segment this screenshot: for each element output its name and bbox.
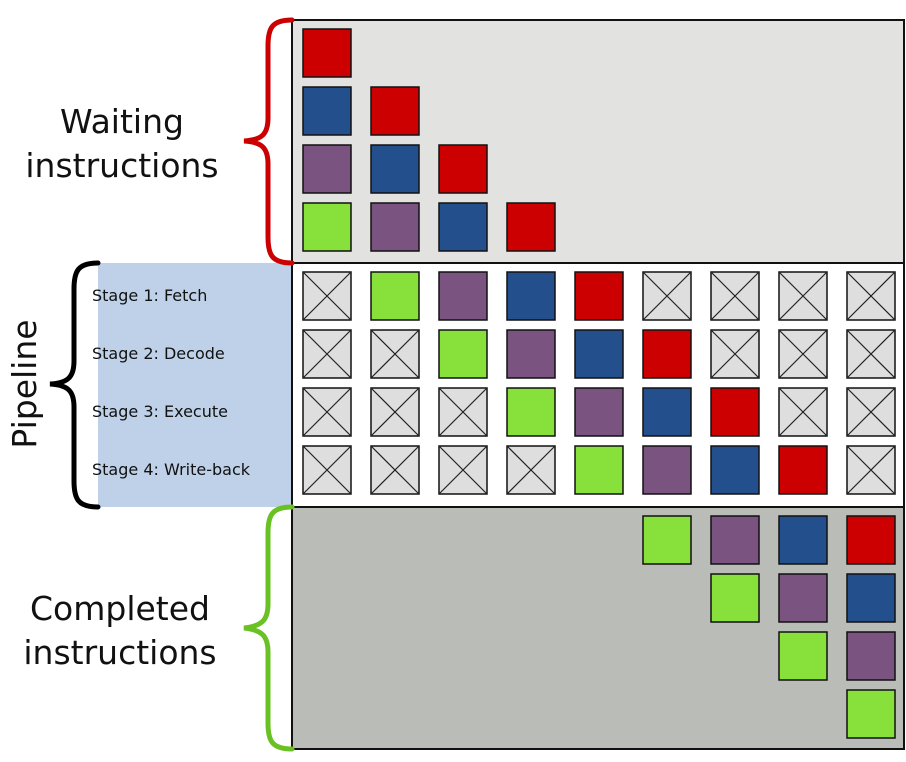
stage-4-label: Stage 4: Write-back [92, 460, 251, 479]
pipeline-cell-3-7-red [778, 445, 828, 495]
completed-instructions-label: Completed instructions [8, 587, 232, 675]
waiting-cell-2-2-red [438, 144, 488, 194]
completed-brace [243, 504, 295, 752]
pipeline-empty-cross-2-0 [302, 387, 352, 437]
waiting-cell-3-1-purple [370, 202, 420, 252]
pipeline-cell-2-4-purple [574, 387, 624, 437]
pipeline-empty-cross-1-1 [370, 329, 420, 379]
completed-cell-1-6-green [710, 573, 760, 623]
pipeline-cell-1-3-purple [506, 329, 556, 379]
pipeline-empty-cross-2-7 [778, 387, 828, 437]
waiting-cell-1-1-red [370, 86, 420, 136]
pipeline-cell-3-6-blue [710, 445, 760, 495]
pipeline-empty-cross-1-0 [302, 329, 352, 379]
waiting-cell-1-0-blue [302, 86, 352, 136]
waiting-instructions-label: Waiting instructions [10, 100, 234, 188]
waiting-label-line-1: Waiting [60, 102, 184, 141]
pipeline-cell-3-4-green [574, 445, 624, 495]
pipeline-cell-0-4-red [574, 271, 624, 321]
pipeline-cell-2-6-red [710, 387, 760, 437]
pipeline-empty-cross-3-2 [438, 445, 488, 495]
pipeline-cell-2-3-green [506, 387, 556, 437]
completed-cell-0-8-red [846, 515, 896, 565]
completed-cell-1-8-blue [846, 573, 896, 623]
waiting-cell-3-0-green [302, 202, 352, 252]
pipeline-cell-1-5-red [642, 329, 692, 379]
pipeline-empty-cross-3-3 [506, 445, 556, 495]
waiting-brace [243, 17, 295, 266]
pipeline-empty-cross-2-8 [846, 387, 896, 437]
stage-1-label: Stage 1: Fetch [92, 286, 208, 305]
pipeline-cell-3-5-purple [642, 445, 692, 495]
waiting-cell-3-3-red [506, 202, 556, 252]
pipeline-empty-cross-3-0 [302, 445, 352, 495]
pipeline-cell-2-5-blue [642, 387, 692, 437]
completed-cell-2-8-purple [846, 631, 896, 681]
pipeline-empty-cross-0-6 [710, 271, 760, 321]
pipeline-empty-cross-0-8 [846, 271, 896, 321]
pipeline-empty-cross-0-5 [642, 271, 692, 321]
pipeline-cell-0-2-purple [438, 271, 488, 321]
pipeline-empty-cross-1-7 [778, 329, 828, 379]
stage-3-label: Stage 3: Execute [92, 402, 228, 421]
pipeline-cell-1-4-blue [574, 329, 624, 379]
pipeline-empty-cross-0-0 [302, 271, 352, 321]
completed-cell-0-7-blue [778, 515, 828, 565]
completed-label-line-2: instructions [23, 633, 217, 672]
waiting-cell-0-0-red [302, 28, 352, 78]
pipeline-empty-cross-2-1 [370, 387, 420, 437]
pipeline-empty-cross-0-7 [778, 271, 828, 321]
completed-cell-0-6-purple [710, 515, 760, 565]
pipeline-empty-cross-3-1 [370, 445, 420, 495]
waiting-cell-3-2-blue [438, 202, 488, 252]
pipeline-empty-cross-1-6 [710, 329, 760, 379]
pipeline-cell-0-3-blue [506, 271, 556, 321]
completed-label-line-1: Completed [30, 589, 210, 628]
completed-cell-0-5-green [642, 515, 692, 565]
pipeline-label: Pipeline [5, 319, 44, 449]
completed-cell-2-7-green [778, 631, 828, 681]
waiting-cell-2-1-blue [370, 144, 420, 194]
pipeline-cell-0-1-green [370, 271, 420, 321]
stage-2-label: Stage 2: Decode [92, 344, 225, 363]
pipeline-cell-1-2-green [438, 329, 488, 379]
pipeline-brace [49, 260, 101, 510]
stage-label-panel [98, 263, 292, 507]
pipeline-empty-cross-1-8 [846, 329, 896, 379]
waiting-label-line-2: instructions [25, 146, 219, 185]
pipeline-empty-cross-3-8 [846, 445, 896, 495]
completed-cell-3-8-green [846, 689, 896, 739]
completed-cell-1-7-purple [778, 573, 828, 623]
pipeline-empty-cross-2-2 [438, 387, 488, 437]
waiting-cell-2-0-purple [302, 144, 352, 194]
